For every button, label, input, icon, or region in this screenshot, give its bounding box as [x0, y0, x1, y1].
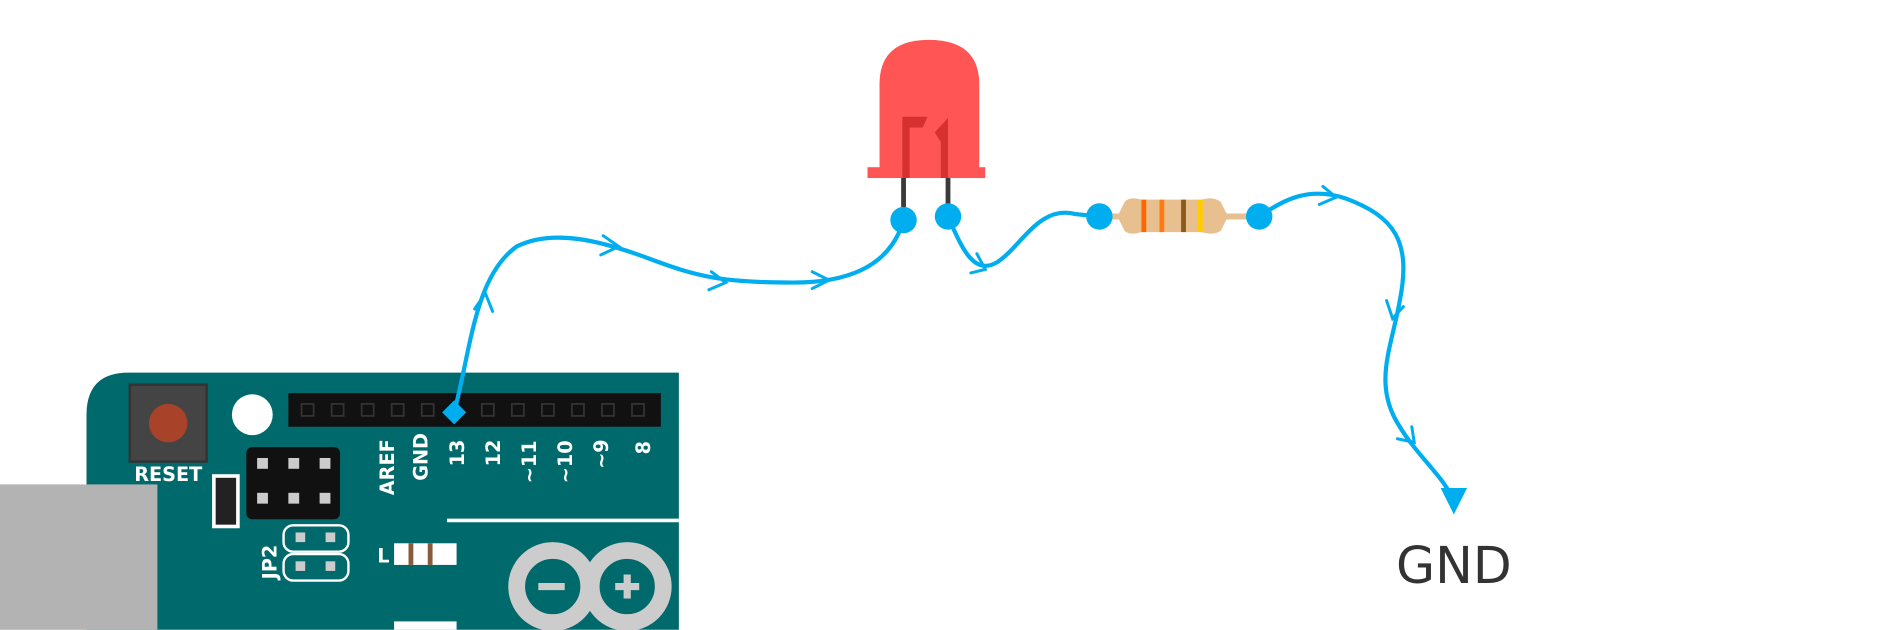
- wire-resistor-to-gnd: [1257, 191, 1456, 505]
- red-led: [867, 39, 986, 221]
- wires: [452, 184, 1456, 505]
- jp2-label: JP2: [258, 545, 281, 582]
- pin-label-11: ~11: [518, 440, 541, 483]
- wire-led-to-resistor: [945, 210, 1102, 268]
- pin-labels: AREF GND 13 12 ~11 ~10 ~9 8: [376, 433, 655, 495]
- pin-header: [288, 393, 661, 427]
- wire-direction-arrows: [473, 184, 1417, 445]
- onboard-led-l: [394, 543, 457, 565]
- resistor-right-terminal[interactable]: [1245, 203, 1273, 230]
- gnd-label: GND: [1396, 536, 1512, 595]
- mounting-hole: [231, 394, 273, 436]
- icsp-header: [246, 447, 341, 520]
- jp2-jumper: [282, 524, 350, 582]
- wire-endpoint-pin13[interactable]: [442, 400, 467, 425]
- pin-label-13: 13: [446, 440, 469, 467]
- led-anode-terminal[interactable]: [890, 206, 917, 234]
- resistor: [1099, 198, 1260, 234]
- pin-label-gnd: GND: [410, 433, 433, 481]
- pin-label-8: 8: [632, 441, 655, 454]
- pin-label-9: ~9: [590, 439, 613, 468]
- reset-button[interactable]: [128, 383, 208, 463]
- onboard-led-tx: [394, 621, 457, 630]
- led-cathode-terminal[interactable]: [934, 203, 962, 230]
- led-l-label: L: [377, 545, 389, 568]
- arduino-logo-icon: [508, 542, 672, 630]
- gnd-arrow-icon: [1440, 488, 1468, 515]
- arduino-board: RESET AREF GND 13 12 ~11 ~10 ~9 8: [86, 372, 679, 630]
- pin-label-10: ~10: [554, 440, 577, 483]
- pin-label-12: 12: [482, 440, 505, 467]
- pin-label-aref: AREF: [376, 439, 399, 495]
- usb-connector: [0, 484, 158, 630]
- reset-label: RESET: [134, 463, 202, 486]
- wire-pin13-to-led: [452, 217, 906, 415]
- smd-component: [212, 474, 240, 529]
- resistor-left-terminal[interactable]: [1086, 203, 1113, 230]
